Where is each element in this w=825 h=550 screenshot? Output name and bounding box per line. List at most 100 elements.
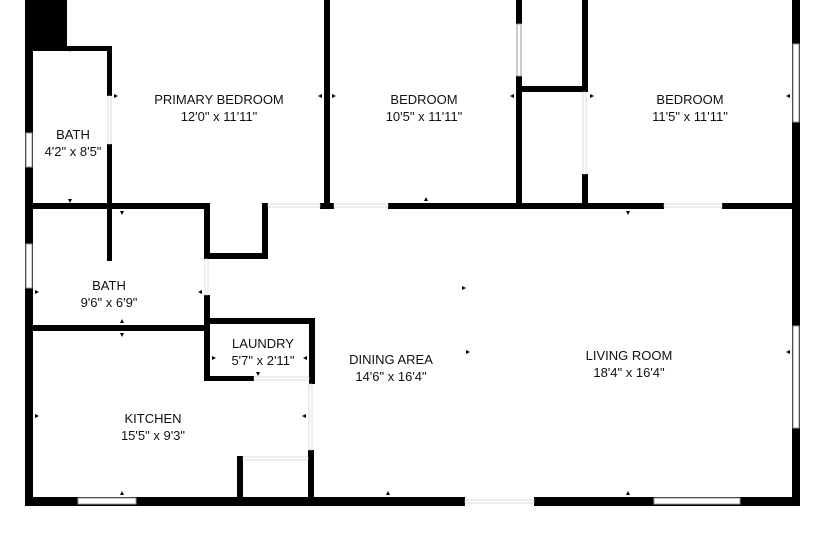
room-dimensions: 5'7" x 2'11": [231, 353, 294, 368]
tick-10: [424, 197, 428, 201]
room-label-kitchen: KITCHEN 15'5" x 9'3": [121, 411, 185, 443]
room-dimensions: 15'5" x 9'3": [121, 428, 185, 443]
room-dimensions: 11'5" x 11'11": [652, 109, 728, 124]
window-living-right: [792, 325, 800, 429]
interior-walls: [25, 0, 800, 504]
door-kitchen-side: [308, 383, 313, 451]
wall-closet-shelf: [516, 86, 588, 92]
wall-pantry-left: [237, 456, 243, 504]
room-dimensions: 18'4" x 16'4": [593, 365, 665, 380]
room-name: LIVING ROOM: [586, 348, 673, 363]
room-label-bath-main: BATH 9'6" x 6'9": [81, 278, 138, 310]
wall-bath-small-top: [33, 46, 111, 51]
door-laundry: [253, 376, 310, 381]
room-label-living-room: LIVING ROOM 18'4" x 16'4": [586, 348, 673, 380]
window-closet-center: [516, 23, 522, 77]
wall-bath-main-bottom: [33, 325, 210, 331]
room-name: DINING AREA: [349, 352, 433, 367]
window-bath-main: [25, 243, 33, 289]
window-bath-small: [25, 132, 33, 168]
tick-25: [786, 350, 790, 354]
tick-4: [318, 94, 322, 98]
windows: [25, 23, 800, 505]
tick-1: [68, 48, 72, 52]
window-living-bottom: [653, 497, 741, 505]
room-name: KITCHEN: [124, 411, 181, 426]
wall-pantry-right: [308, 450, 314, 504]
wall-pocket-door: [320, 203, 334, 209]
window-kitchen-bottom: [77, 497, 137, 505]
door-front: [464, 499, 535, 504]
tick-8: [786, 94, 790, 98]
room-dimensions: 9'6" x 6'9": [81, 295, 138, 310]
room-name: LAUNDRY: [232, 336, 294, 351]
room-label-laundry: LAUNDRY 5'7" x 2'11": [231, 336, 294, 368]
room-dimensions: 14'6" x 16'4": [355, 369, 427, 384]
room-name: BATH: [92, 278, 126, 293]
room-name: BEDROOM: [656, 92, 723, 107]
wall-chimney-block: [25, 0, 67, 50]
wall-primary-bedroom-right: [324, 0, 330, 208]
wall-mid-center: [388, 203, 664, 209]
room-name: BATH: [56, 127, 90, 142]
door-bedroom-right: [663, 203, 723, 208]
room-dimensions: 10'5" x 11'11": [386, 109, 463, 124]
tick-13: [35, 290, 39, 294]
tick-17: [212, 356, 216, 360]
tick-14: [198, 290, 202, 294]
door-primary-bedroom: [267, 203, 321, 208]
tick-19: [466, 350, 470, 354]
wall-pocket-left: [204, 203, 210, 259]
wall-laundry-bottom: [204, 376, 254, 381]
tick-7: [590, 94, 594, 98]
tick-15: [120, 319, 124, 323]
wall-bath-main-right: [204, 295, 210, 325]
door-bath-small: [107, 95, 112, 145]
wall-laundry-left: [204, 318, 210, 380]
wall-bedroom-center-right: [516, 0, 522, 24]
wall-bedroom-center-right2: [516, 76, 522, 208]
tick-12: [462, 286, 466, 290]
door-bath-main: [204, 258, 209, 296]
wall-laundry-top: [204, 318, 315, 324]
wall-mid-right: [722, 203, 800, 209]
tick-24: [626, 491, 630, 495]
tick-2: [68, 199, 72, 203]
tick-6: [510, 94, 514, 98]
door-pantry: [242, 456, 309, 461]
room-name: PRIMARY BEDROOM: [154, 92, 284, 107]
room-label-bedroom-right: BEDROOM 11'5" x 11'11": [652, 92, 728, 124]
tick-16: [120, 333, 124, 337]
door-bedroom-center: [333, 203, 389, 208]
wall-bath-main-stub: [107, 209, 112, 261]
tick-21: [302, 414, 306, 418]
wall-bath-small-right: [107, 46, 112, 96]
room-dimensions: 4'2" x 8'5": [45, 144, 102, 159]
tick-5: [332, 94, 336, 98]
room-label-bath-small: BATH 4'2" x 8'5": [45, 127, 102, 159]
door-closet: [582, 91, 587, 175]
measurement-ticks: [35, 48, 790, 495]
wall-pocket-bottom: [204, 253, 268, 259]
window-bedroom-right: [792, 43, 800, 123]
wall-closet-right: [582, 0, 588, 92]
tick-23: [386, 491, 390, 495]
room-label-bedroom-center: BEDROOM 10'5" x 11'11": [386, 92, 463, 124]
tick-3: [114, 94, 118, 98]
door-openings: [107, 91, 723, 504]
wall-bath-small-right-low: [107, 144, 112, 210]
tick-9: [120, 211, 124, 215]
wall-laundry-right: [309, 318, 315, 384]
wall-closet-right-low: [582, 174, 588, 208]
tick-20: [35, 414, 39, 418]
tick-18: [303, 356, 307, 360]
tick-26: [256, 372, 260, 376]
room-dimensions: 12'0" x 11'11": [181, 109, 258, 124]
tick-11: [626, 211, 630, 215]
room-label-dining-area: DINING AREA 14'6" x 16'4": [349, 352, 433, 384]
wall-mid-left: [25, 203, 210, 209]
room-label-primary-bedroom: PRIMARY BEDROOM 12'0" x 11'11": [154, 92, 284, 124]
wall-right-exterior: [792, 0, 800, 506]
wall-pocket-right: [262, 203, 268, 259]
